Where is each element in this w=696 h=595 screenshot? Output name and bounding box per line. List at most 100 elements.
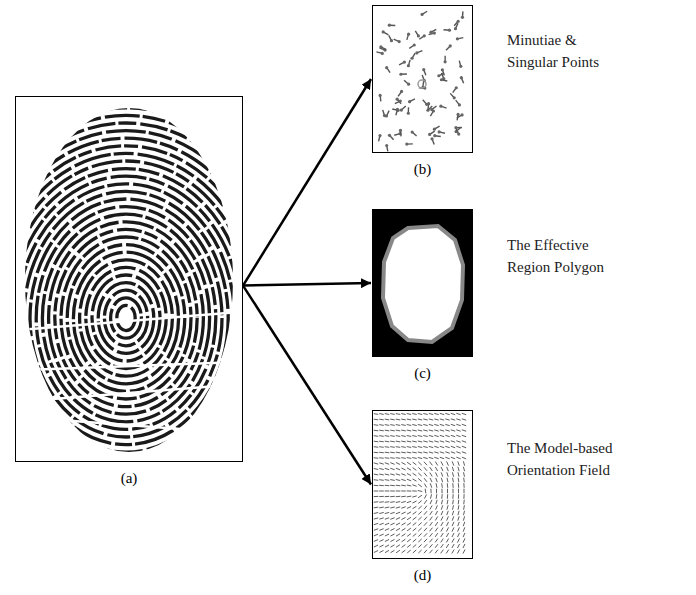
orientation-tick	[390, 485, 395, 486]
orientation-tick	[463, 472, 465, 477]
orientation-tick	[390, 457, 395, 459]
orientation-tick	[463, 461, 464, 465]
ridge	[98, 283, 154, 354]
orientation-tick	[418, 501, 422, 504]
ridge	[18, 184, 235, 452]
orientation-tick	[423, 419, 427, 420]
ridge	[0, 62, 334, 574]
minutia-dot	[459, 65, 462, 68]
orientation-tick	[396, 463, 400, 465]
orientation-tick	[451, 413, 455, 414]
orientation-tick	[413, 534, 417, 537]
orientation-tick	[412, 490, 417, 491]
minutia-dot	[428, 133, 431, 136]
figure-caption: (c)	[373, 364, 472, 382]
orientation-tick	[402, 545, 406, 548]
orientation-tick	[445, 446, 449, 447]
orientation-tick	[445, 413, 449, 414]
orientation-tick	[385, 485, 390, 486]
orientation-tick	[390, 452, 395, 454]
orientation-tick	[407, 528, 411, 531]
orientation-tick	[401, 446, 406, 448]
orientation-tick	[452, 533, 454, 537]
orientation-tick	[446, 527, 448, 531]
orientation-tick	[402, 528, 406, 530]
orientation-tick	[458, 472, 459, 476]
minutia-dot	[429, 31, 432, 34]
orientation-tick	[424, 539, 427, 542]
orientation-tick	[424, 506, 427, 510]
orientation-tick	[385, 490, 390, 491]
crease	[60, 420, 220, 432]
orientation-tick	[390, 518, 394, 520]
orientation-tick	[385, 529, 389, 531]
orientation-tick	[396, 430, 401, 432]
orientation-tick	[429, 424, 433, 425]
orientation-tick	[379, 446, 384, 448]
orientation-tick	[379, 490, 384, 491]
minutia-dot	[378, 134, 381, 137]
orientation-tick	[418, 419, 422, 420]
orientation-tick	[379, 534, 383, 536]
orientation-tick	[430, 506, 432, 510]
orientation-tick	[440, 435, 444, 436]
orientation-tick	[390, 463, 394, 465]
orientation-tick	[429, 419, 433, 420]
minutia-dot	[456, 113, 459, 116]
orientation-tick	[391, 550, 395, 552]
orientation-tick	[435, 544, 438, 548]
orientation-tick	[441, 511, 443, 515]
minutia-dot	[460, 76, 463, 79]
ridge	[11, 176, 240, 460]
orientation-tick	[407, 507, 411, 509]
minutia-dot	[390, 39, 393, 42]
orientation-tick	[447, 478, 448, 482]
orientation-tick	[458, 527, 460, 531]
orientation-tick	[396, 452, 401, 454]
minutia-dot	[444, 60, 447, 63]
orientation-tick	[379, 540, 383, 542]
orientation-tick	[374, 435, 379, 437]
orientation-tick	[379, 550, 383, 552]
minutia-dot	[407, 64, 410, 67]
orientation-tick	[418, 539, 421, 542]
orientation-tick	[441, 533, 443, 537]
orientation-tick	[436, 505, 438, 509]
orientation-tick	[458, 494, 459, 499]
orientation-tick	[407, 419, 411, 421]
minutia-dot	[441, 68, 444, 71]
orientation-tick	[447, 516, 449, 520]
orientation-tick	[407, 462, 411, 464]
orientation-tick	[418, 413, 422, 414]
figure-caption: (d)	[373, 566, 472, 584]
orientation-tick	[441, 489, 442, 494]
orientation-tick	[418, 452, 422, 453]
minutia-dot	[400, 90, 403, 93]
orientation-tick	[462, 446, 466, 448]
orientation-tick	[385, 545, 389, 547]
minutia-dot	[411, 130, 414, 133]
orientation-tick	[390, 479, 395, 481]
orientation-tick	[390, 413, 395, 415]
orientation-tick	[463, 505, 465, 510]
minutia-dot	[403, 61, 406, 64]
minutia-dot	[433, 134, 436, 137]
orientation-tick	[452, 461, 454, 465]
minutia-dot	[399, 99, 402, 102]
crease	[40, 385, 230, 400]
orientation-tick	[463, 533, 465, 537]
orientation-tick	[435, 528, 438, 532]
orientation-tick	[407, 452, 412, 454]
orientation-tick	[396, 528, 400, 530]
orientation-tick	[385, 523, 389, 525]
orientation-tick	[447, 511, 449, 515]
ridge	[0, 138, 272, 498]
ridge	[42, 214, 209, 422]
minutia-dot	[379, 45, 382, 48]
orientation-tick	[430, 528, 433, 532]
orientation-tick	[462, 413, 466, 414]
orientation-tick	[423, 435, 427, 436]
orientation-tick	[440, 457, 444, 458]
orientation-tick	[435, 511, 437, 515]
